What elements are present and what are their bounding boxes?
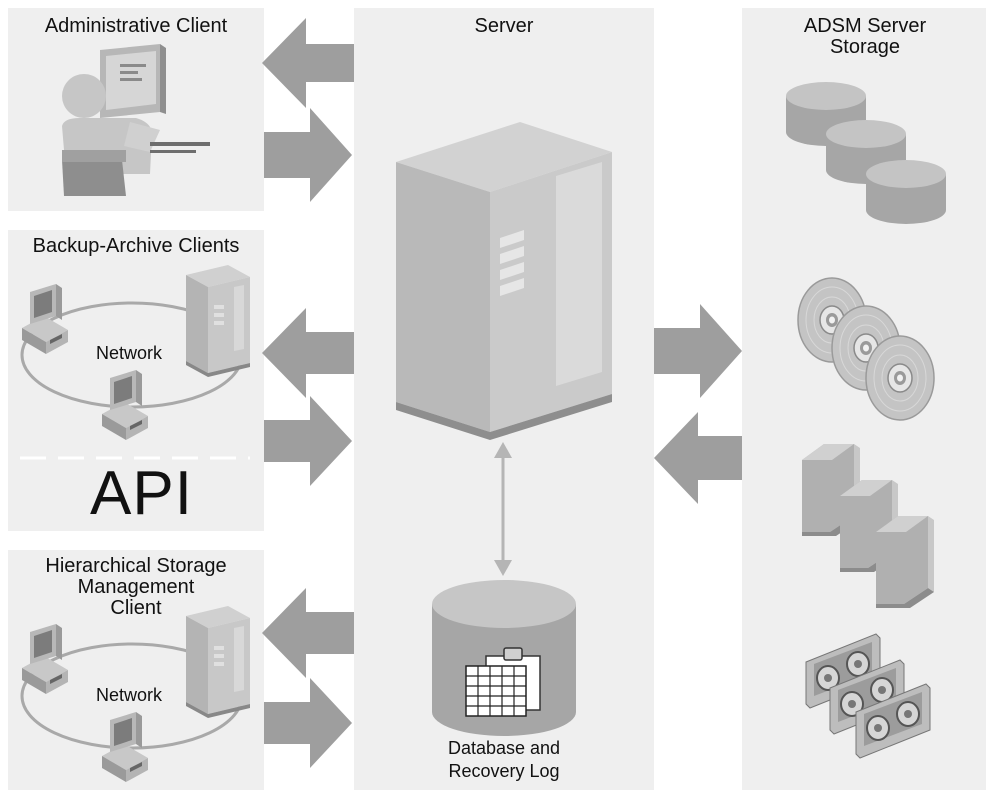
arrows-left-group xyxy=(262,18,354,768)
arrow-from-hsm xyxy=(264,678,352,768)
admin-client-title: Administrative Client xyxy=(44,15,228,37)
hsm-title-line3: Client xyxy=(110,597,162,619)
arrow-to-backup xyxy=(262,308,354,398)
arrow-from-backup xyxy=(264,396,352,486)
backup-archive-title: Backup-Archive Clients xyxy=(32,235,240,257)
disk-stack-icon xyxy=(786,82,946,224)
arrow-from-admin xyxy=(264,108,352,202)
arrow-from-storage xyxy=(654,412,742,504)
administrator-icon xyxy=(62,44,210,196)
server-database-link xyxy=(494,442,512,576)
arrow-to-hsm xyxy=(262,588,354,678)
hsm-network-label: Network xyxy=(96,685,163,705)
tape-cartridges-icon xyxy=(802,444,934,608)
tape-reels-icon xyxy=(805,633,931,759)
database-label-line2: Recovery Log xyxy=(448,761,560,781)
optical-discs-icon xyxy=(797,277,935,421)
arrows-right-group xyxy=(654,304,742,504)
storage-title-line2: Storage xyxy=(829,36,901,58)
hsm-network-icon xyxy=(20,606,250,782)
storage-title-line1: ADSM Server xyxy=(803,15,927,37)
backup-network-icon xyxy=(20,265,250,460)
server-title: Server xyxy=(474,15,534,37)
hsm-title-line2: Management xyxy=(77,576,195,598)
database-label-line1: Database and xyxy=(447,738,561,758)
arrow-to-storage xyxy=(654,304,742,398)
hsm-title-line1: Hierarchical Storage xyxy=(45,555,227,577)
database-icon xyxy=(432,580,576,736)
backup-network-label: Network xyxy=(96,343,163,363)
api-label: API xyxy=(90,459,193,528)
arrow-to-admin xyxy=(262,18,354,108)
server-cabinet-icon xyxy=(396,122,612,440)
